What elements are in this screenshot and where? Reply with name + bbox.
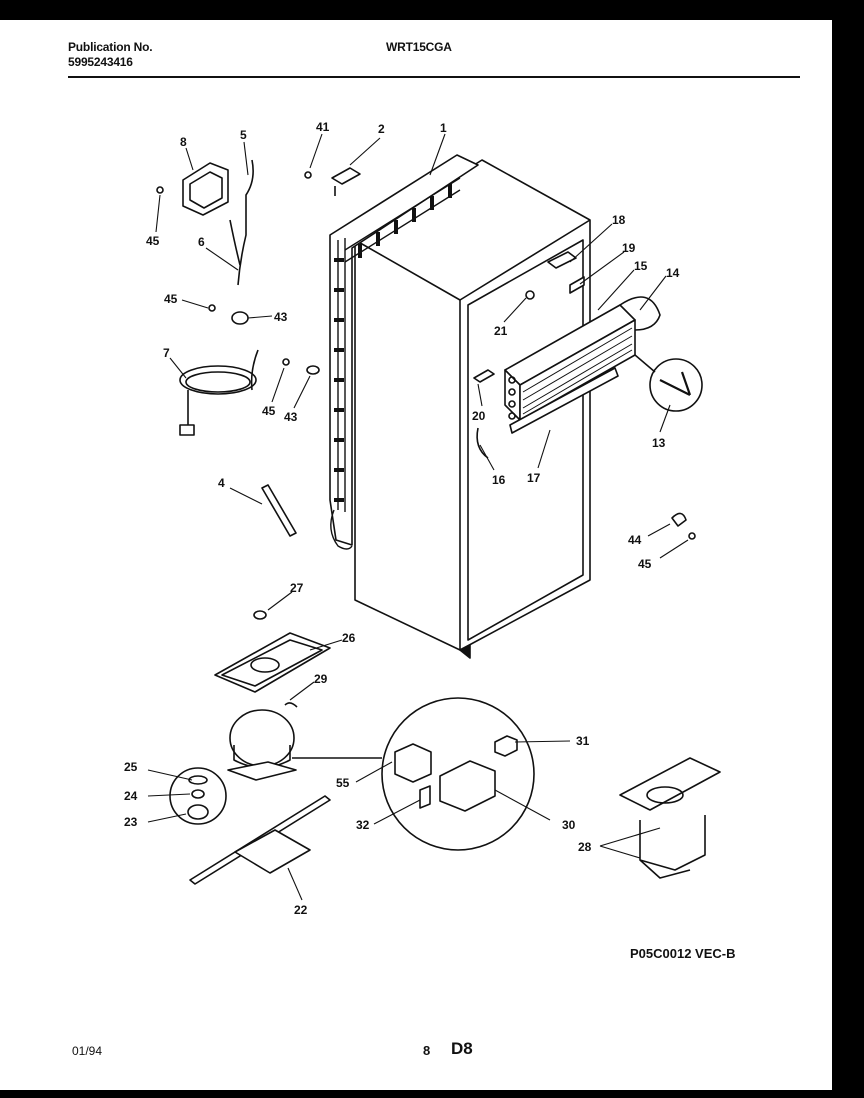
callout-43-a: 43 — [274, 310, 288, 324]
callout-2: 2 — [378, 122, 385, 136]
publication-number: 5995243416 — [68, 55, 133, 69]
diagram-code: P05C0012 VEC-B — [630, 946, 736, 961]
callout-23: 23 — [124, 815, 138, 829]
callout-44: 44 — [628, 533, 642, 547]
scan-border-top — [0, 0, 864, 20]
callout-20: 20 — [472, 409, 486, 423]
detail-circle-13 — [649, 358, 703, 412]
callout-13: 13 — [652, 436, 666, 450]
callout-16: 16 — [492, 473, 506, 487]
callout-31: 31 — [576, 734, 590, 748]
callout-45-d: 45 — [638, 557, 652, 571]
callout-45-b: 45 — [164, 292, 178, 306]
callout-24: 24 — [124, 789, 138, 803]
callout-45-a: 45 — [146, 234, 160, 248]
callout-19: 19 — [622, 241, 636, 255]
callout-21: 21 — [494, 324, 508, 338]
detail-circle-relay — [381, 697, 535, 851]
footer-section: D8 — [451, 1039, 473, 1058]
callout-15: 15 — [634, 259, 648, 273]
callout-43-b: 43 — [284, 410, 298, 424]
compressor — [227, 702, 298, 781]
callout-7: 7 — [163, 346, 170, 360]
condenser-coil — [330, 177, 461, 550]
evaporator — [504, 296, 661, 434]
footer-date: 01/94 — [72, 1044, 103, 1058]
callout-18: 18 — [612, 213, 626, 227]
callout-41: 41 — [316, 120, 330, 134]
callout-4: 4 — [218, 476, 225, 490]
scan-border-bottom — [0, 1090, 864, 1098]
callout-30: 30 — [562, 818, 576, 832]
callout-32: 32 — [356, 818, 370, 832]
callout-1: 1 — [440, 121, 447, 135]
footer-page: 8 — [423, 1043, 431, 1058]
callout-45-c: 45 — [262, 404, 276, 418]
callout-5: 5 — [240, 128, 247, 142]
callout-22: 22 — [294, 903, 308, 917]
publication-label: Publication No. — [68, 40, 153, 54]
callout-29: 29 — [314, 672, 328, 686]
callout-25: 25 — [124, 760, 138, 774]
callout-27: 27 — [290, 581, 304, 595]
callout-26: 26 — [342, 631, 356, 645]
callout-55: 55 — [336, 776, 350, 790]
callout-14: 14 — [666, 266, 680, 280]
callout-17: 17 — [527, 471, 541, 485]
callout-8: 8 — [180, 135, 187, 149]
header-rule — [68, 76, 800, 78]
model-number: WRT15CGA — [386, 40, 452, 54]
scan-border-right — [832, 0, 864, 1098]
callout-28: 28 — [578, 840, 592, 854]
callout-6: 6 — [198, 235, 205, 249]
